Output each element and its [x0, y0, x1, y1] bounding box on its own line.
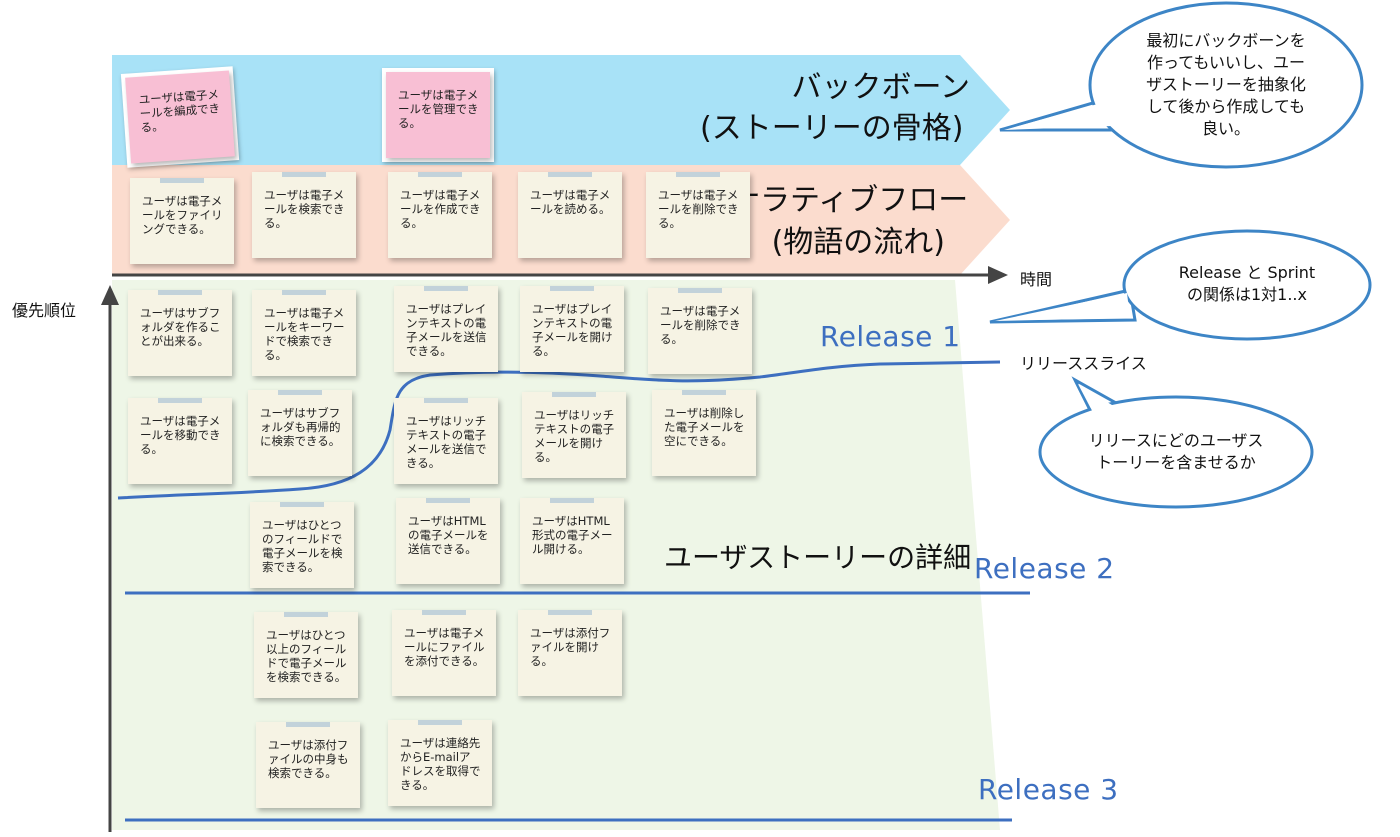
- release-2-label: Release 2: [974, 552, 1115, 585]
- callout-backbone: [999, 1, 1364, 169]
- sticky-note[interactable]: ユーザは削除した電子メールを空にできる。: [652, 390, 756, 476]
- backbone-band: [112, 55, 1010, 165]
- sticky-note[interactable]: ユーザは連絡先からE-mailアドレスを取得できる。: [388, 720, 492, 806]
- sticky-note[interactable]: ユーザはサブフォルダも再帰的に検索できる。: [248, 390, 352, 476]
- callout-backbone-text: 最初にバックボーンを 作ってもいいし、ユー ザストーリーを抽象化 して後から作成…: [1146, 31, 1306, 138]
- callout-release-sprint: [989, 229, 1372, 341]
- sticky-note[interactable]: ユーザは電子メールを削除できる。: [646, 172, 750, 258]
- callout-release-stories-text: リリースにどのユーザス トーリーを含ませるか: [1088, 431, 1264, 472]
- narrative-title-line1: ナラティブフロー: [730, 183, 969, 218]
- sticky-note[interactable]: ユーザは電子メールをファイリングできる。: [130, 178, 234, 264]
- sticky-note[interactable]: ユーザは電子メールを移動できる。: [128, 398, 232, 484]
- time-axis-arrow: [988, 266, 1008, 284]
- callout-release-stories: [1038, 376, 1314, 509]
- sticky-note[interactable]: ユーザは電子メールを削除できる。: [648, 288, 752, 374]
- sticky-note[interactable]: ユーザはHTMLの電子メールを送信できる。: [396, 498, 500, 584]
- release-1-slice-line: [117, 360, 1001, 500]
- sticky-note[interactable]: ユーザはプレインテキストの電子メールを開ける。: [520, 286, 624, 372]
- sticky-note[interactable]: ユーザはプレインテキストの電子メールを送信できる。: [394, 286, 498, 372]
- backbone-title-line1: バックボーン: [791, 70, 971, 105]
- sticky-note[interactable]: ユーザは添付ファイルの中身も検索できる。: [256, 722, 360, 808]
- priority-axis-arrow: [101, 285, 119, 305]
- sticky-note[interactable]: ユーザはサブフォルダを作ることが出来る。: [128, 290, 232, 376]
- narrative-title-line2: (物語の流れ): [771, 225, 945, 260]
- sticky-note[interactable]: ユーザは電子メールを検索できる。: [252, 172, 356, 258]
- release-slice-label: リリーススライス: [1020, 354, 1147, 373]
- sticky-note[interactable]: ユーザはひとつ以上のフィールドで電子メールを検索できる。: [254, 612, 358, 698]
- backbone-note-frame: ユーザは電子メールを編成できる。: [120, 66, 240, 168]
- sticky-note[interactable]: ユーザはリッチテキストの電子メールを送信できる。: [394, 398, 498, 484]
- priority-axis-label: 優先順位: [12, 301, 77, 320]
- sticky-note[interactable]: ユーザは電子メールを作成できる。: [388, 172, 492, 258]
- time-axis-label: 時間: [1020, 270, 1053, 289]
- sticky-note[interactable]: ユーザはHTML形式の電子メール開ける。: [520, 498, 624, 584]
- sticky-note[interactable]: ユーザは電子メールにファイルを添付できる。: [392, 610, 496, 696]
- backbone-note-frame: ユーザは電子メールを管理できる。: [382, 68, 494, 162]
- sticky-note[interactable]: ユーザはリッチテキストの電子メールを開ける。: [522, 392, 626, 478]
- release-3-label: Release 3: [978, 773, 1119, 806]
- release-1-label: Release 1: [820, 320, 961, 353]
- sticky-note[interactable]: ユーザは電子メールを管理できる。: [386, 72, 490, 158]
- user-story-detail-title: ユーザストーリーの詳細: [664, 541, 972, 574]
- sticky-note[interactable]: ユーザは電子メールを読める。: [518, 172, 622, 258]
- sticky-note[interactable]: ユーザは電子メールをキーワードで検索できる。: [252, 290, 356, 376]
- backbone-title-line2: (ストーリーの骨格): [700, 111, 964, 146]
- sticky-note[interactable]: ユーザはひとつのフィールドで電子メールを検索できる。: [250, 502, 354, 588]
- sticky-note[interactable]: ユーザは添付ファイルを開ける。: [518, 610, 622, 696]
- sticky-note[interactable]: ユーザは電子メールを編成できる。: [125, 70, 235, 164]
- callout-release-sprint-text: Release と Sprint の関係は1対1..x: [1178, 263, 1316, 304]
